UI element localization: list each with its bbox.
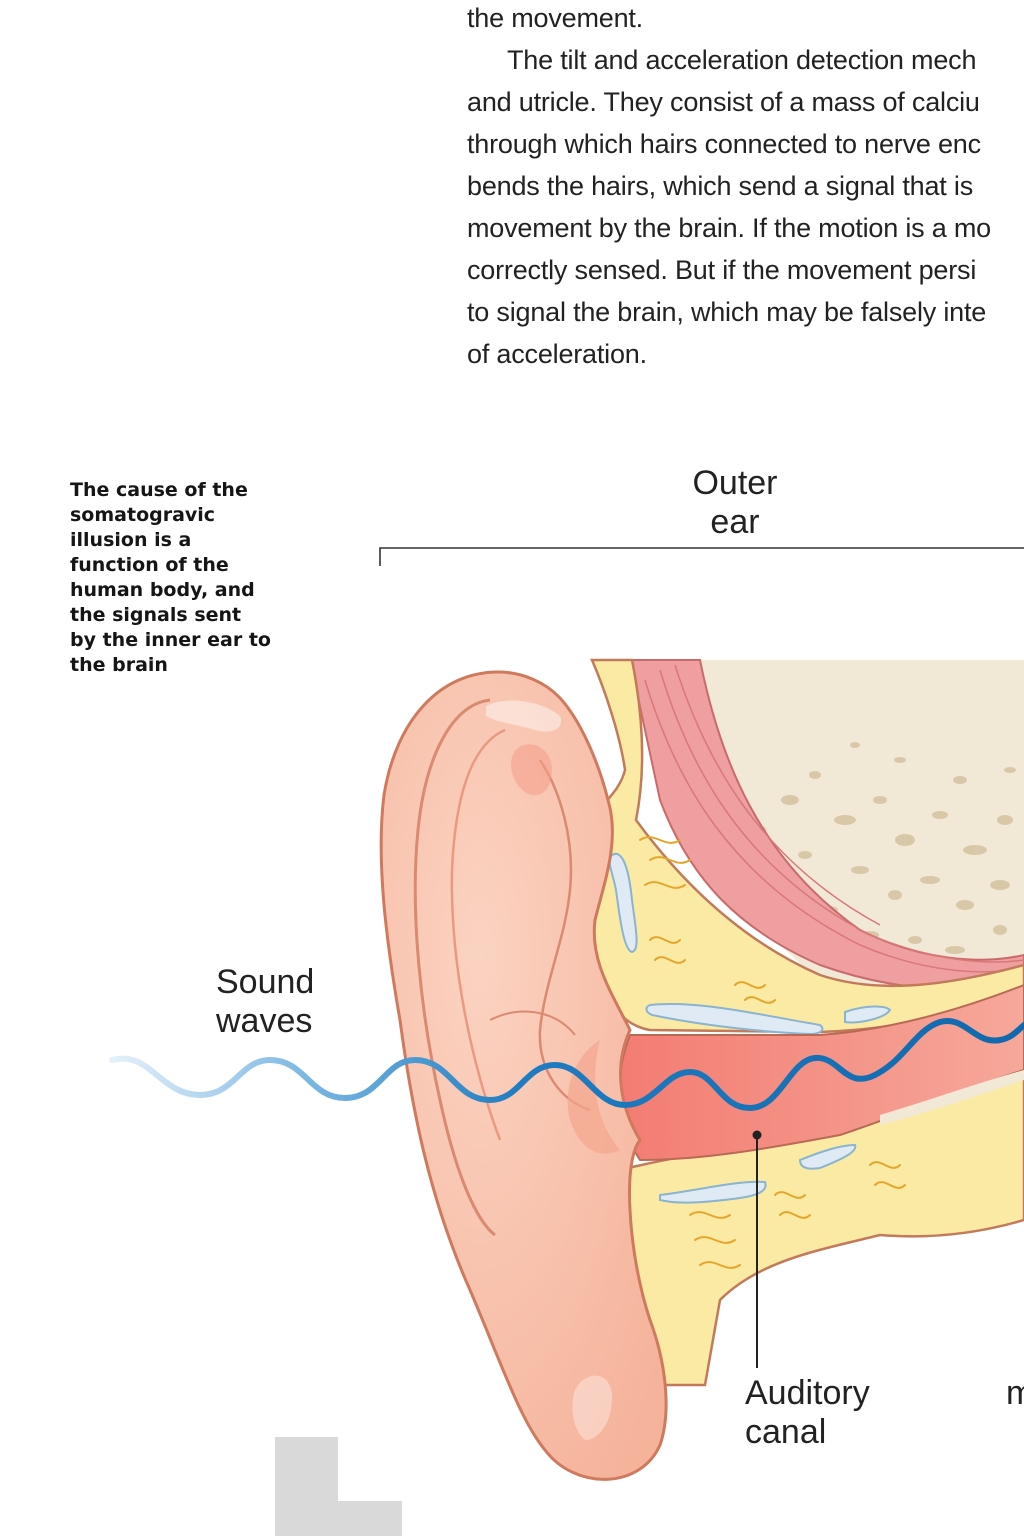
cut-off-label: m <box>1006 1374 1024 1413</box>
article-line: through which hairs connected to nerve e… <box>467 129 981 159</box>
sound-wave <box>109 1017 1024 1112</box>
outer-ear-bracket <box>379 547 1024 566</box>
sound-waves-label-line: Sound <box>216 963 315 1001</box>
cartilage-vessels-pale <box>608 852 892 1204</box>
article-line: The tilt and acceleration detection mech <box>507 45 977 75</box>
muscle-fibers <box>644 664 1024 973</box>
canal-bone-floor <box>880 1070 1024 1125</box>
helix-fold <box>413 698 496 1237</box>
article-line: of acceleration. <box>467 339 647 369</box>
fossa-shadow <box>511 744 552 796</box>
bone-spongy-texture <box>754 742 1016 954</box>
article-line: to signal the brain, which may be falsel… <box>467 297 987 327</box>
sound-waves-label-line: waves <box>216 1002 313 1040</box>
caption-line: The cause of the <box>70 479 248 501</box>
caption-line: the brain <box>70 654 168 676</box>
auditory-canal-label-line: Auditory <box>745 1374 870 1412</box>
outer-ear-label-line: ear <box>710 503 760 541</box>
outer-ear-label: Outer ear <box>685 464 785 542</box>
concha-shadow <box>567 1040 620 1154</box>
outer-ear-label-line: Outer <box>692 464 778 502</box>
article-line: and utricle. They consist of a mass of c… <box>467 87 980 117</box>
article-body-text: the movement. The tilt and acceleration … <box>467 0 1024 375</box>
article-line: correctly sensed. But if the movement pe… <box>467 255 977 285</box>
earlobe-highlight <box>572 1375 613 1440</box>
cartilage-vessels <box>639 836 906 1269</box>
cut-off-label-line: m <box>1006 1374 1024 1412</box>
grey-page-tab <box>275 1437 402 1536</box>
caption-line: function of the <box>70 554 229 576</box>
figure-caption: The cause of the somatogravic illusion i… <box>70 478 300 678</box>
caption-line: by the inner ear to <box>70 629 271 651</box>
antihelix-fold <box>450 728 506 1141</box>
article-line: the movement. <box>467 3 643 33</box>
tragus-fold <box>489 1010 576 1036</box>
sound-waves-label: Sound waves <box>216 963 314 1041</box>
auditory-canal-label-line: canal <box>745 1413 827 1451</box>
caption-line: illusion is a <box>70 529 192 551</box>
caption-line: the signals sent <box>70 604 242 626</box>
article-line: movement by the brain. If the motion is … <box>467 213 991 243</box>
article-line: bends the hairs, which send a signal tha… <box>467 171 974 201</box>
caption-line: somatogravic <box>70 504 216 526</box>
pinna-highlight <box>486 700 562 732</box>
auditory-canal-label: Auditory canal <box>745 1374 870 1452</box>
concha-fold <box>538 759 591 1112</box>
caption-line: human body, and <box>70 579 255 601</box>
